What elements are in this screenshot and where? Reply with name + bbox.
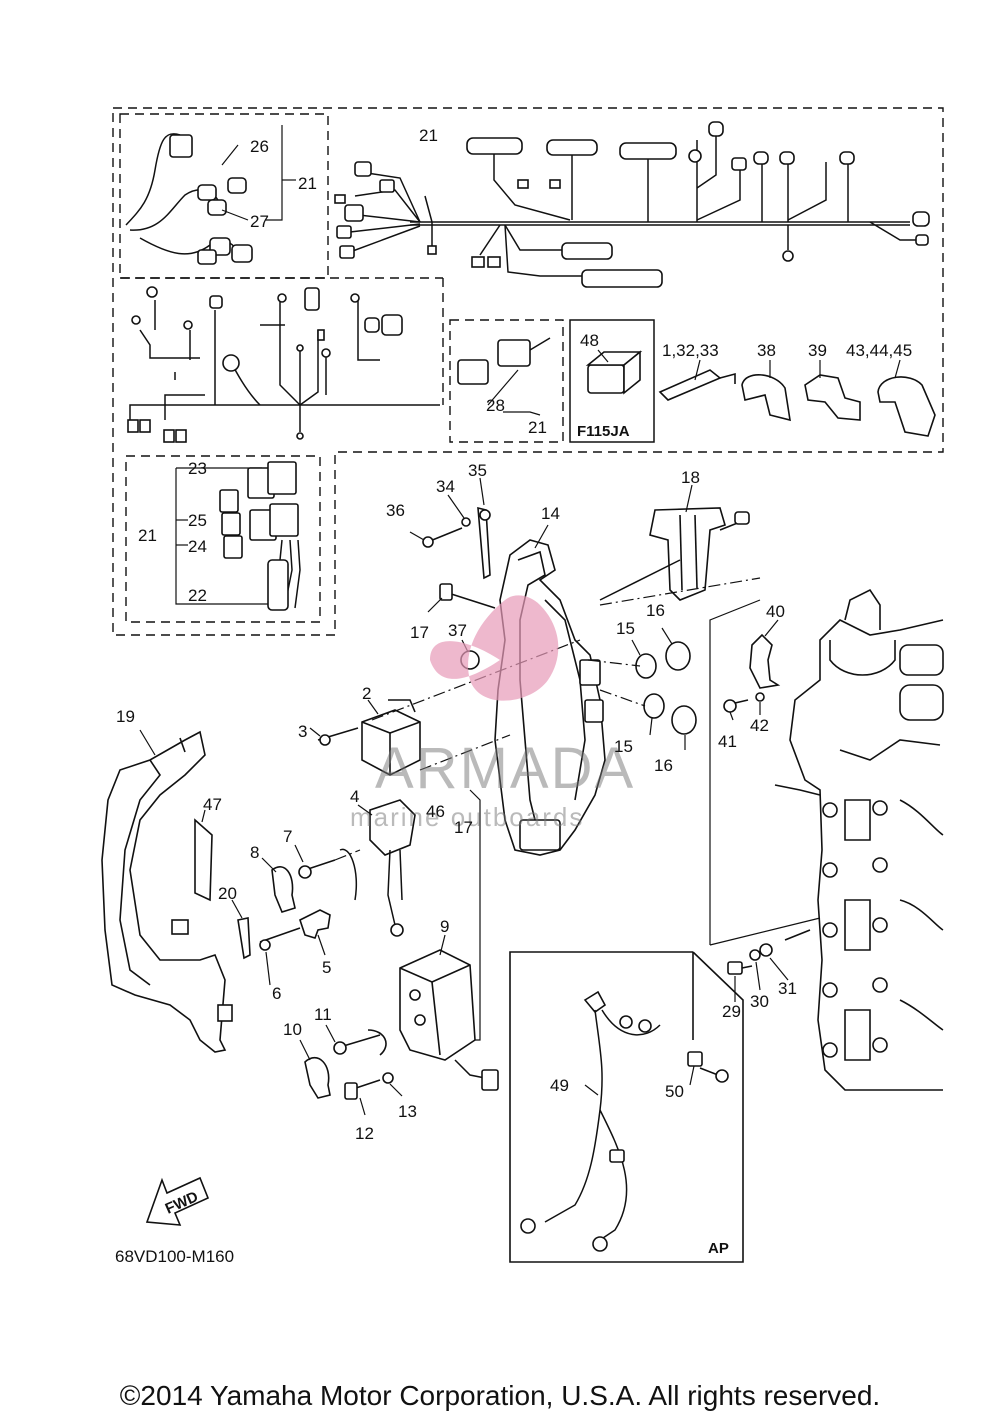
watermark-tagline: marine outboards	[350, 802, 584, 832]
ap-label: AP	[708, 1240, 729, 1257]
copyright-notice: ©2014 Yamaha Motor Corporation, U.S.A. A…	[119, 1380, 881, 1411]
clamps	[658, 359, 936, 437]
callout-42: 42	[750, 716, 769, 735]
callout-23: 23	[188, 459, 207, 478]
callout-14: 14	[541, 504, 560, 523]
hardware-29-31	[727, 929, 811, 1002]
callout-15-b: 15	[614, 737, 633, 756]
parts-5-8-20	[231, 844, 361, 986]
callout-50: 50	[665, 1082, 684, 1101]
callout-5: 5	[322, 958, 331, 977]
watermark-emblem	[430, 595, 559, 701]
callout-10: 10	[283, 1020, 302, 1039]
watermark-brand: ARMADA	[375, 736, 635, 801]
callout-24: 24	[188, 537, 207, 556]
callout-21-a: 21	[298, 174, 317, 193]
callout-26: 26	[250, 137, 269, 156]
engine-block	[709, 588, 944, 1091]
callout-16-b: 16	[654, 756, 673, 775]
callout-21-d: 21	[138, 526, 157, 545]
callout-38: 38	[757, 341, 776, 360]
callout-49: 49	[550, 1076, 569, 1095]
part-2-3-4	[309, 639, 581, 937]
callout-21-c: 21	[528, 418, 547, 437]
bushings-15-16	[587, 577, 761, 750]
callout-19: 19	[116, 707, 135, 726]
callout-3: 3	[298, 722, 307, 741]
callout-22: 22	[188, 586, 207, 605]
callout-15-a: 15	[616, 619, 635, 638]
callout-2: 2	[362, 684, 371, 703]
callout-17-b: 17	[454, 818, 473, 837]
callout-39: 39	[808, 341, 827, 360]
callout-40: 40	[766, 602, 785, 621]
connector-28	[457, 337, 551, 416]
callout-8: 8	[250, 843, 259, 862]
relay-box-22-25	[175, 461, 301, 611]
f115ja-label: F115JA	[577, 423, 630, 440]
callout-46: 46	[426, 802, 445, 821]
callout-21-b: 21	[419, 126, 438, 145]
callout-29: 29	[722, 1002, 741, 1021]
armada-watermark: ARMADA marine outboards	[350, 595, 635, 832]
branch-harness	[127, 286, 440, 443]
callout-31: 31	[778, 979, 797, 998]
callout-20: 20	[218, 884, 237, 903]
callout-28: 28	[486, 396, 505, 415]
diagram-code: 68VD100-M160	[115, 1247, 234, 1266]
callout-30: 30	[750, 992, 769, 1011]
f115ja-box	[569, 319, 655, 443]
callout-16-a: 16	[646, 601, 665, 620]
callout-41: 41	[718, 732, 737, 751]
callout-labels: 26 21 27 21 28 21 48 F115JA 1,32,33 38 3…	[115, 126, 912, 1266]
sub-harness-26-27	[125, 125, 296, 265]
callout-1-32-33: 1,32,33	[662, 341, 719, 360]
callout-34: 34	[436, 477, 455, 496]
fwd-arrow	[145, 1176, 210, 1226]
callout-6: 6	[272, 984, 281, 1003]
callout-7: 7	[283, 827, 292, 846]
relay-48	[585, 349, 643, 395]
callout-18: 18	[681, 468, 700, 487]
ap-box	[509, 951, 744, 1263]
harness-frame	[112, 107, 944, 636]
callout-13: 13	[398, 1102, 417, 1121]
callout-37: 37	[448, 621, 467, 640]
callout-25: 25	[188, 511, 207, 530]
main-harness	[334, 121, 930, 288]
callout-12: 12	[355, 1124, 374, 1143]
callout-11: 11	[314, 1005, 332, 1024]
callout-48: 48	[580, 331, 599, 350]
cover-19	[101, 729, 233, 1053]
callout-47: 47	[203, 795, 222, 814]
callout-27: 27	[250, 212, 269, 231]
callout-43-44-45: 43,44,45	[846, 341, 912, 360]
callout-17-a: 17	[410, 623, 429, 642]
callout-36: 36	[386, 501, 405, 520]
hardware-34-37	[409, 477, 496, 670]
callout-4: 4	[350, 787, 359, 806]
bracket-40	[723, 619, 781, 721]
holder-18	[599, 484, 750, 601]
parts-9-13	[299, 789, 499, 1116]
callout-35: 35	[468, 461, 487, 480]
callout-9: 9	[440, 917, 449, 936]
